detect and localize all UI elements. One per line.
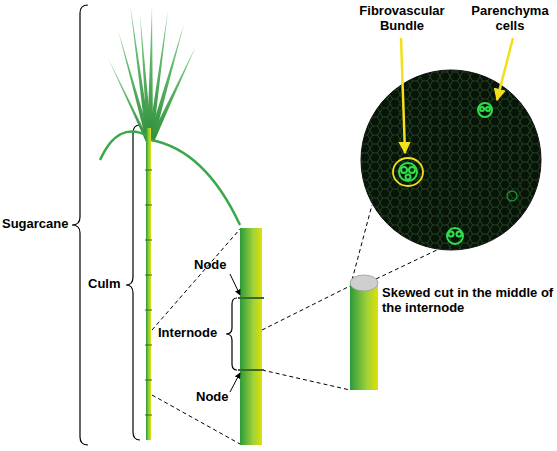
node-ring xyxy=(238,369,264,371)
part-label: Node xyxy=(196,390,229,405)
brace xyxy=(72,5,88,445)
leader-arrow xyxy=(230,373,240,392)
highlight-ring xyxy=(393,158,423,186)
micrograph xyxy=(361,70,541,250)
part-label: Culm xyxy=(88,277,121,292)
pointer-arrow xyxy=(401,38,405,153)
part-label: Parenchyma cells xyxy=(466,4,554,34)
part-label: Node xyxy=(194,258,227,273)
part-label: Sugarcane xyxy=(2,217,68,232)
node-ring xyxy=(238,297,264,299)
pointer-arrow xyxy=(497,38,513,100)
cut-piece xyxy=(350,283,378,390)
part-label: Internode xyxy=(158,326,217,341)
leader-arrow xyxy=(230,274,240,295)
culm-stem xyxy=(146,128,151,440)
node-marks xyxy=(145,170,152,415)
leaves xyxy=(108,4,196,142)
leaf xyxy=(100,131,148,160)
micrograph-border xyxy=(361,70,541,250)
leaf xyxy=(151,140,240,225)
brace xyxy=(226,298,237,370)
brace xyxy=(126,125,140,440)
culm-segment xyxy=(240,228,262,445)
cut-face xyxy=(350,275,378,291)
part-label: Skewed cut in the middle of the internod… xyxy=(382,286,554,316)
part-label: Fibrovascular Bundle xyxy=(352,4,452,34)
